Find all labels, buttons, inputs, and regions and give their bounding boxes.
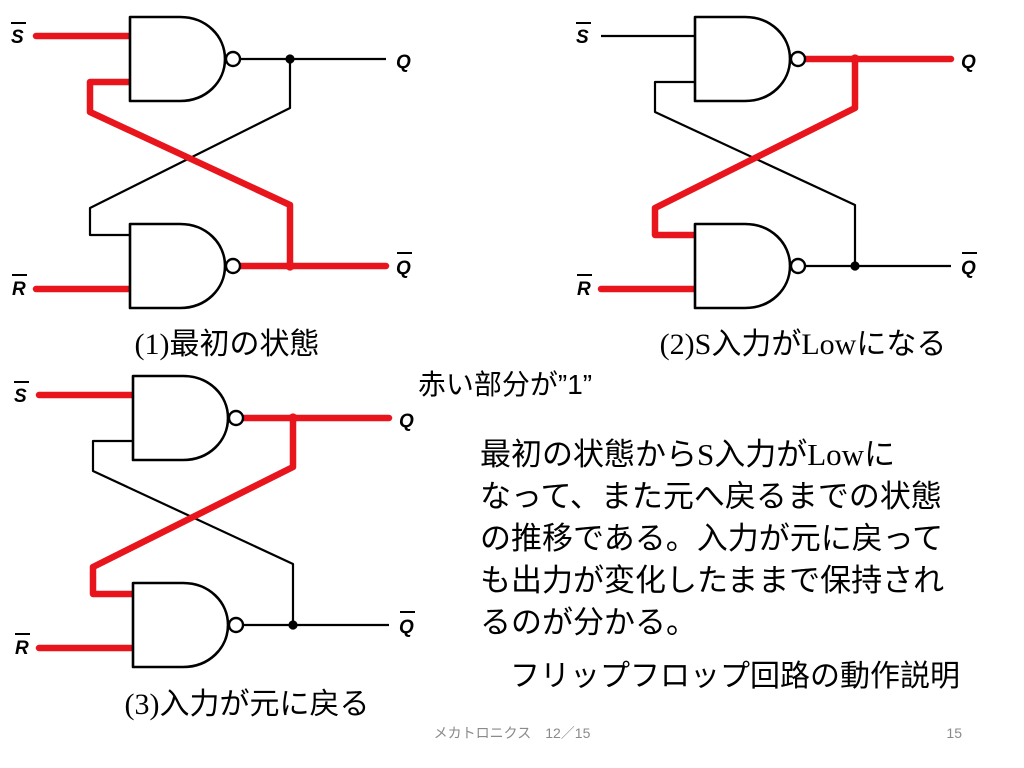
q-junction-dot [288,413,298,423]
upper-nand-gate [128,15,227,103]
s-label: S [576,27,589,48]
diagram-2-caption: (2)S入力がLowになる [659,328,947,361]
qbar-label: Q [396,258,411,279]
diagram-1-caption: (1)最初の状態 [134,328,320,361]
page-number: 15 [946,725,962,741]
q-junction-dot [850,54,860,64]
qbar-feedback-wire [91,439,295,625]
lower-nand-bubble [227,616,245,634]
qbar-label: Q [399,617,414,638]
legend-note: 赤い部分が”1” [417,369,593,400]
qbar-feedback-wire [653,80,857,266]
q-label: Q [961,52,976,73]
upper-nand-gate [131,374,230,462]
footer-text: メカトロニクス 12／15 [433,725,591,741]
upper-nand-gate [693,15,792,103]
sr-latch-diagram-3: S R Q Q [14,374,415,669]
r-label: R [577,279,591,300]
r-label: R [15,638,29,659]
s-label: S [14,386,27,407]
description-line: の推移である。入力が元に戻って [480,521,944,556]
slide-title: フリップフロップ回路の動作説明 [510,660,960,693]
r-label: R [12,279,26,300]
q-feedback-wire [89,414,297,598]
lower-nand-gate [131,581,230,669]
lower-nand-bubble [789,257,807,275]
description-line: も出力が変化したままで保持され [480,563,945,598]
upper-nand-bubble [224,50,242,68]
qbar-label: Q [961,258,976,279]
lower-nand-gate [693,222,792,310]
diagram-3-caption: (3)入力が元に戻る [124,688,370,721]
qbar-junction-dot [285,261,295,271]
q-feedback-wire [88,59,292,237]
qbar-junction-dot [288,620,298,630]
lower-nand-gate [128,222,227,310]
upper-nand-bubble [789,50,807,68]
sr-latch-diagram-1: S R Q Q [11,15,412,310]
description-line: 最初の状態からS入力がLowに [480,437,896,472]
upper-nand-bubble [227,409,245,427]
s-label: S [11,27,24,48]
q-junction-dot [285,54,295,64]
q-feedback-wire [651,55,859,239]
q-label: Q [399,411,414,432]
lower-nand-bubble [224,257,242,275]
description-text: 最初の状態からS入力がLowに なって、また元へ戻るまでの状態 の推移である。入… [480,434,944,644]
qbar-feedback-wire [86,78,294,270]
q-label: Q [396,52,411,73]
sr-latch-diagram-2: S R Q Q [576,15,977,310]
description-line: なって、また元へ戻るまでの状態 [480,479,942,514]
description-line: るのが分かる。 [480,605,697,640]
qbar-junction-dot [850,261,860,271]
